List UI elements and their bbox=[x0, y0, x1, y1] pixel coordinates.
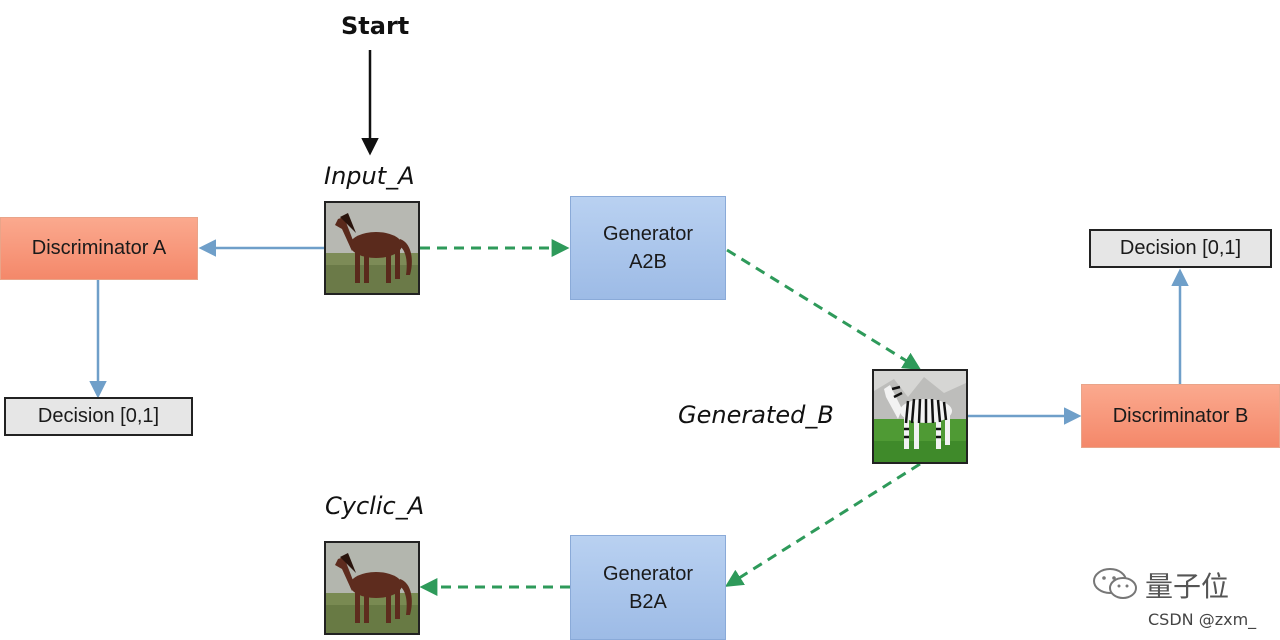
generator-a2b-line2-text: A2B bbox=[629, 251, 667, 273]
decision-b-box: Decision [0,1] bbox=[1089, 229, 1272, 268]
generated-b-zebra-image bbox=[872, 369, 968, 464]
discriminator-a-box: Discriminator A bbox=[0, 217, 198, 280]
decision-a-box: Decision [0,1] bbox=[4, 397, 193, 436]
input-a-horse-image bbox=[324, 201, 420, 295]
dashed-arrow-generator-a2b-to-generated-b bbox=[726, 248, 922, 370]
cyclic-a-label: Cyclic_A bbox=[325, 492, 425, 520]
decision-b-label: Decision [0,1] bbox=[1119, 237, 1242, 259]
start-label: Start bbox=[341, 12, 410, 40]
discriminator-b-box: Discriminator B bbox=[1081, 384, 1280, 448]
generator-b2a-box: Generator B2A bbox=[570, 535, 726, 640]
watermark-brand: 量子位 bbox=[1145, 570, 1230, 603]
generator-b2a-line1: Generator bbox=[602, 562, 694, 585]
decision-a-label: Decision [0,1] bbox=[37, 405, 160, 427]
generator-b2a-line2: B2A bbox=[629, 590, 667, 613]
input-a-label: Input_A bbox=[324, 162, 415, 190]
cyclic-a-horse-image bbox=[324, 541, 420, 635]
generator-a2b-box: Generator B2A A2B bbox=[570, 196, 726, 300]
wechat-logo-icon bbox=[1092, 566, 1140, 602]
discriminator-b-label: Discriminator B bbox=[1112, 404, 1249, 427]
generated-b-label: Generated_B bbox=[678, 401, 834, 429]
discriminator-a-label: Discriminator A bbox=[31, 237, 167, 259]
dashed-arrow-generated-b-to-generator-b2a bbox=[724, 462, 921, 587]
watermark-credit: CSDN @zxm_ bbox=[1148, 610, 1257, 629]
generator-a2b-line1: Generator bbox=[602, 223, 694, 245]
